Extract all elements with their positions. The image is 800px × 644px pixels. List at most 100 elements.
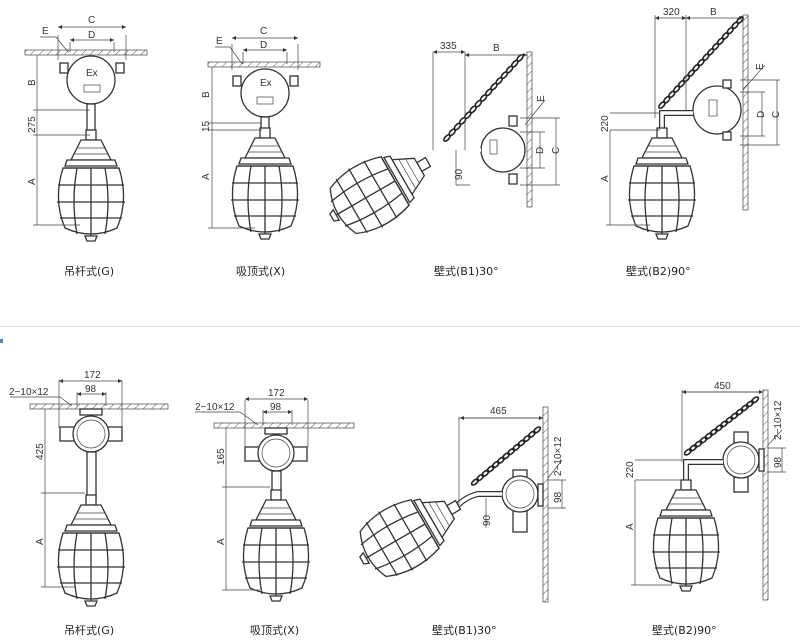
chain-link <box>682 447 694 457</box>
chain-link <box>749 395 761 405</box>
dim-E: E <box>216 36 223 47</box>
dim-B: B <box>27 79 38 86</box>
chain-link <box>686 68 697 79</box>
chain-link <box>521 433 532 444</box>
junction-box <box>66 55 116 105</box>
chain-link <box>730 20 741 31</box>
junction-box <box>240 68 290 118</box>
caption: 吊杆式(G) <box>64 623 114 637</box>
dim-D: D <box>88 30 95 41</box>
chain-link <box>744 399 756 409</box>
chain-link <box>485 464 496 474</box>
dim-A: A <box>600 175 611 182</box>
junction-box <box>501 475 539 513</box>
dim-holes: 2−10×12 <box>553 436 564 476</box>
dim-A: A <box>201 173 212 180</box>
dim-A: A <box>216 538 227 545</box>
dim-D: D <box>535 147 546 154</box>
junction-box <box>722 441 760 479</box>
caption: 壁式(B1)30° <box>434 264 499 278</box>
dim-holes: 2−10×12 <box>773 400 784 440</box>
chain-link <box>500 451 512 461</box>
dim-A: A <box>625 523 636 530</box>
chain-link <box>495 455 506 466</box>
dim-C: C <box>551 147 562 154</box>
dim-width: 172 <box>84 370 101 381</box>
selection-marker <box>0 339 3 343</box>
dim-E: E <box>536 95 547 102</box>
chain-link <box>516 438 527 448</box>
chain-link <box>739 403 750 413</box>
chain-link <box>661 94 672 105</box>
chain-link <box>700 52 711 63</box>
chain-link <box>720 30 731 42</box>
top-fig2-ceiling: Ex C D E B 15 A 吸顶式(X) <box>201 26 321 278</box>
junction-box <box>257 434 295 472</box>
dim-offset: 335 <box>440 41 457 52</box>
chain-link <box>687 443 699 453</box>
chain-link <box>705 46 716 57</box>
junction-box <box>480 127 526 173</box>
junction-box <box>72 415 110 453</box>
chain-link <box>703 431 714 441</box>
dim-reach: 465 <box>490 406 507 417</box>
chain-link <box>666 89 677 100</box>
chain-link <box>657 99 667 111</box>
dim-hole-spacing: 98 <box>85 384 97 395</box>
dim-C: C <box>260 26 267 37</box>
dim-height: 165 <box>216 448 227 465</box>
dim-E: E <box>755 63 766 70</box>
chain-link <box>713 423 725 433</box>
dim-E: E <box>42 26 49 37</box>
box-label: Ex <box>260 78 272 89</box>
chain-link <box>724 415 735 425</box>
dim-B: B <box>493 43 500 54</box>
chain-link <box>526 429 537 440</box>
top-fig4-wall-90: 320 B E D C 220 A 壁式(B2)90° <box>600 7 782 278</box>
bottom-fig1-pendant: 172 98 2−10×12 425 A 吊杆式(G) <box>9 370 169 637</box>
chain-link <box>681 73 692 84</box>
chain <box>469 425 543 487</box>
chain-link <box>475 472 486 483</box>
bottom-fig3-wall-30: 465 2−10×12 98 90 壁式(B1)30° <box>344 406 566 637</box>
chain-link <box>708 427 719 437</box>
dim-C: C <box>771 111 782 118</box>
chain-link <box>718 419 730 429</box>
dim-holes: 2−10×12 <box>9 387 49 398</box>
dim-hole-spacing: 98 <box>773 456 784 468</box>
chain-link <box>469 477 481 487</box>
caption: 壁式(B1)30° <box>432 623 497 637</box>
chain <box>442 52 525 144</box>
dim-D: D <box>260 40 267 51</box>
chain-link <box>442 132 452 144</box>
bottom-fig4-wall-90: 450 2−10×12 98 220 A 壁式(B2)90° <box>625 381 786 637</box>
chain-link <box>693 439 704 449</box>
dim-angle: 90 <box>454 168 465 180</box>
dim-drop: 220 <box>625 461 636 478</box>
dim-hole-spacing: 98 <box>270 402 282 413</box>
chain-link <box>490 459 501 470</box>
caption: 壁式(B2)90° <box>626 264 691 278</box>
dim-A: A <box>35 538 46 545</box>
top-fig1-pendant: Ex C D E B 275 A 吊杆式(G) <box>24 15 148 278</box>
dim-reach: 450 <box>714 381 731 392</box>
chain-link <box>480 468 491 479</box>
top-fig3-wall-30: 335 B E D C 90 壁式(B1)30° <box>314 41 562 278</box>
dim-A: A <box>27 178 38 185</box>
chain-link <box>531 425 543 435</box>
chain-link <box>710 41 721 52</box>
dim-C: C <box>88 15 95 26</box>
chain-link <box>676 78 687 89</box>
dim-height: 425 <box>35 443 46 460</box>
dim-angle: 90 <box>482 514 493 526</box>
dim-offset: 320 <box>663 7 680 18</box>
caption: 壁式(B2)90° <box>652 623 717 637</box>
chain-link <box>725 25 736 36</box>
dim-gap: 15 <box>201 120 212 132</box>
dim-B: B <box>710 7 717 18</box>
row-divider <box>0 326 800 327</box>
chain-link <box>696 57 706 68</box>
dim-hole-spacing: 98 <box>553 491 564 503</box>
chain-link <box>734 407 745 417</box>
